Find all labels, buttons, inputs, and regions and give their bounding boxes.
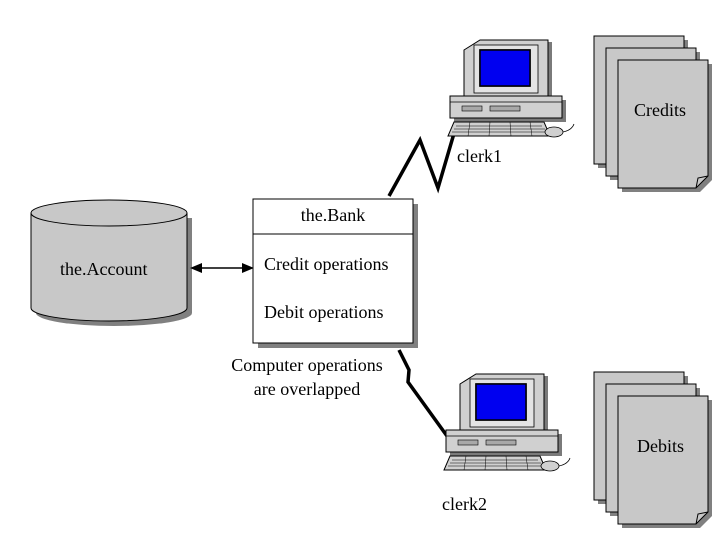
clerk1-label: clerk1 [457, 146, 502, 166]
account-bank-link [190, 263, 254, 273]
clerk1-computer: clerk1 [447, 39, 575, 166]
clerk2-label: clerk2 [442, 494, 487, 514]
clerk2-screen [475, 383, 527, 421]
clerk2-connection [397, 349, 449, 438]
credits-document-stack: Credits [593, 35, 713, 193]
debits-document-stack: Debits [593, 371, 713, 529]
bank-operation-debit: Debit operations [264, 302, 383, 322]
clerk1-connection [387, 129, 457, 197]
clerk2-computer: clerk2 [442, 373, 571, 514]
bank-operation-credit: Credit operations [264, 254, 388, 274]
account-database: the.Account [30, 199, 192, 326]
clerk1-screen [479, 49, 531, 87]
account-label: the.Account [60, 259, 147, 279]
credits-label: Credits [634, 100, 686, 120]
bank-object: the.Bank Credit operations Debit operati… [252, 198, 418, 348]
bank-title: the.Bank [301, 205, 366, 225]
debits-label: Debits [637, 436, 684, 456]
overlap-note: Computer operations are overlapped [231, 355, 382, 399]
note-line-2: are overlapped [254, 379, 360, 399]
note-line-1: Computer operations [231, 355, 382, 375]
